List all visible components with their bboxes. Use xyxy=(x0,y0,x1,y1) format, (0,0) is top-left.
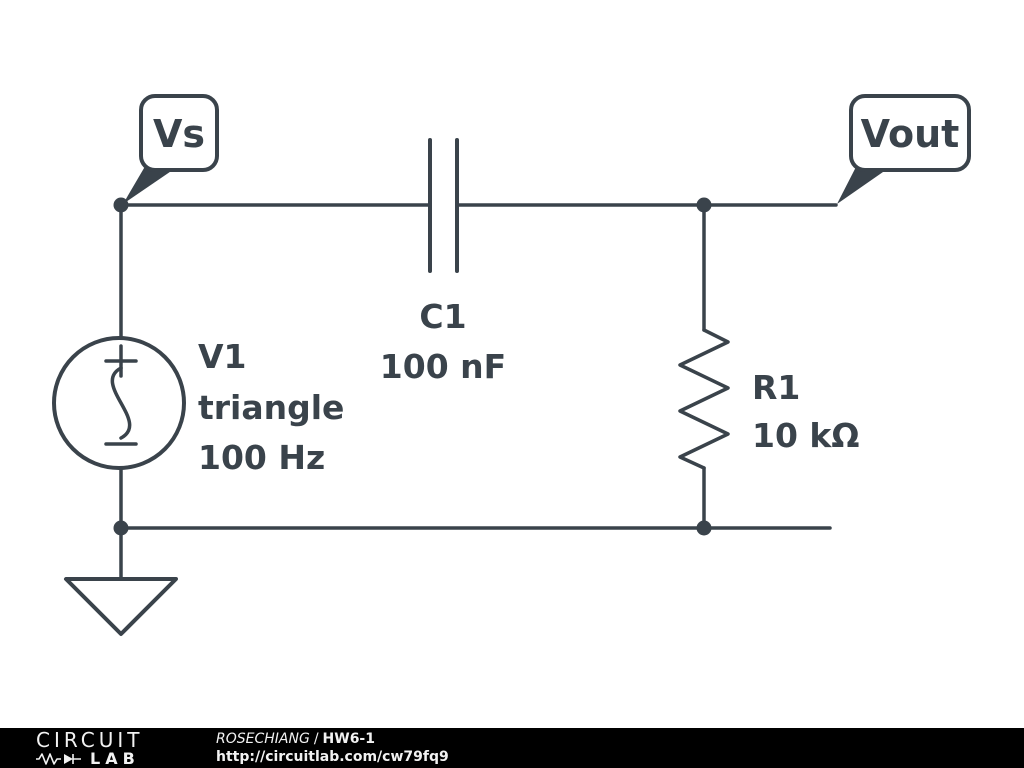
share-url: http://circuitlab.com/cw79fq9 xyxy=(216,749,449,765)
junction-dot xyxy=(696,520,712,536)
credits-block: ROSECHIANG/HW6-1 http://circuitlab.com/c… xyxy=(216,730,449,766)
junction-dot xyxy=(113,520,129,536)
voltage-source-v1: V1 triangle 100 Hz xyxy=(52,336,344,477)
ground-triangle xyxy=(64,577,178,636)
credit-line: ROSECHIANG/HW6-1 xyxy=(216,730,449,748)
author-name: ROSECHIANG xyxy=(216,730,310,747)
resistor-diode-icon xyxy=(36,752,81,765)
capacitor-name-label: C1 xyxy=(419,297,466,336)
logo-lab-text: LAB xyxy=(90,748,140,768)
schematic-canvas: C1 100 nF V1 triangle 100 Hz R1 10 kΩ xyxy=(52,94,971,636)
vout-label-text: Vout xyxy=(861,112,960,156)
junction-dot xyxy=(696,197,712,213)
source-frequency-label: 100 Hz xyxy=(198,438,325,477)
resistor-name-label: R1 xyxy=(752,368,800,407)
source-circle xyxy=(52,336,186,470)
wires xyxy=(119,203,838,579)
source-waveform-label: triangle xyxy=(198,388,344,427)
waveform-squiggle-icon xyxy=(110,366,132,440)
vout-label-pointer xyxy=(837,163,896,204)
vs-label-bubble xyxy=(139,94,219,172)
plus-sign-icon xyxy=(104,344,138,378)
resistor-r1: R1 10 kΩ xyxy=(678,328,859,470)
capacitor-c1: C1 100 nF xyxy=(380,138,506,386)
vs-label-pointer xyxy=(123,163,183,204)
logo-bottom-row: LAB xyxy=(36,748,186,768)
circuitlab-logo: CIRCUIT LAB xyxy=(36,730,186,767)
vout-label-bubble xyxy=(849,94,971,172)
source-name-label: V1 xyxy=(198,337,247,376)
ground-symbol xyxy=(64,577,178,636)
credit-separator: / xyxy=(313,730,319,747)
logo-circuit-text: CIRCUIT xyxy=(36,727,144,752)
resistor-value-label: 10 kΩ xyxy=(752,416,859,455)
node-label-vout: Vout xyxy=(837,94,971,204)
node-label-vs: Vs xyxy=(123,94,219,204)
capacitor-value-label: 100 nF xyxy=(380,347,506,386)
vs-label-text: Vs xyxy=(153,112,205,156)
footer-bar: CIRCUIT LAB ROSECHIANG/HW6-1 http://circ… xyxy=(0,728,1024,768)
resistor-zigzag xyxy=(678,328,730,470)
schematic-title: HW6-1 xyxy=(322,730,375,747)
